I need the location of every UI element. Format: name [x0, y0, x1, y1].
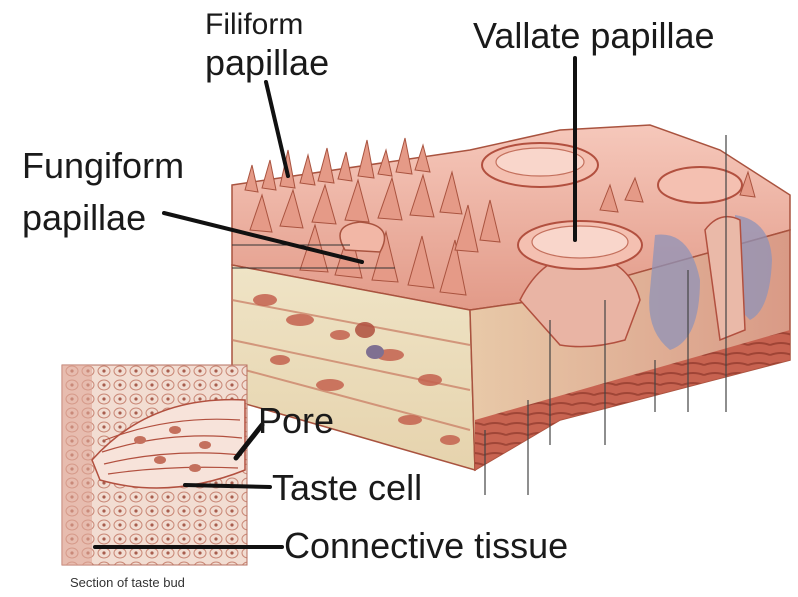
taste-bud-caption: Section of taste bud: [70, 576, 185, 589]
taste-cell-leader: [185, 485, 270, 487]
connective-tissue-label: Connective tissue: [284, 528, 568, 564]
filiform-label-line2: papillae: [205, 45, 329, 81]
filiform-label-line1: Filiform: [205, 10, 303, 40]
taste-cell-label: Taste cell: [272, 470, 422, 506]
pore-label: Pore: [258, 403, 334, 439]
fungiform-label-line1: Fungiform: [22, 148, 184, 184]
vallate-label: Vallate papillae: [473, 18, 715, 54]
taste-bud-section: [62, 365, 247, 565]
fungiform-label-line2: papillae: [22, 200, 146, 236]
